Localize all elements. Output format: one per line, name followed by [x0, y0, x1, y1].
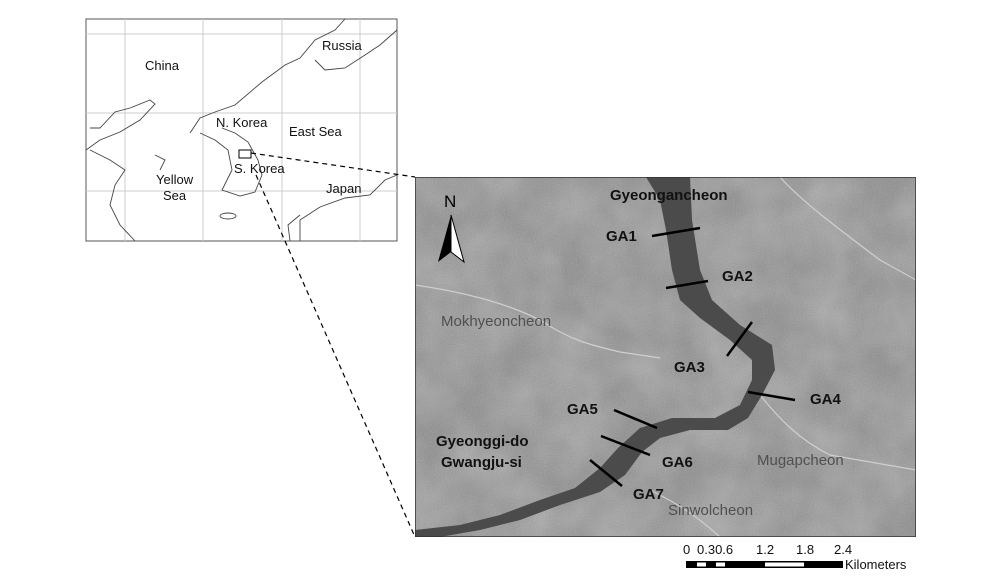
- inset-map: China Russia N. Korea East Sea Yellow Se…: [85, 18, 398, 242]
- connector-lines: [250, 152, 416, 538]
- river-gyeongancheon: [415, 177, 775, 537]
- label-yellow-sea-1: Yellow: [156, 172, 194, 187]
- label-gyeonggi-do: Gyeonggi-do: [436, 433, 529, 450]
- transect-ga4: [747, 390, 796, 402]
- scale-bar: 0 0.30.6 1.2 1.8 2.4 Kilometers: [683, 542, 907, 572]
- label-ga3: GA3: [674, 359, 705, 376]
- main-map: [415, 177, 916, 537]
- transect-ga3: [725, 321, 754, 357]
- graticule: [86, 19, 397, 241]
- transect-ga6: [600, 434, 651, 457]
- scale-tick-2.4: 2.4: [834, 542, 852, 557]
- label-ga4: GA4: [810, 391, 842, 408]
- north-arrow-icon: N: [438, 192, 465, 264]
- label-s-korea: S. Korea: [234, 161, 285, 176]
- coastlines: [85, 18, 398, 242]
- label-ga6: GA6: [662, 454, 693, 471]
- svg-text:N: N: [444, 192, 456, 211]
- scale-tick-0.3-0.6: 0.30.6: [697, 542, 733, 557]
- scale-tick-1.2: 1.2: [756, 542, 774, 557]
- label-gyeongancheon: Gyeongancheon: [610, 187, 728, 204]
- label-ga5: GA5: [567, 401, 598, 418]
- label-gwangju-si: Gwangju-si: [441, 454, 522, 471]
- scale-tick-1.8: 1.8: [796, 542, 814, 557]
- transects: [589, 226, 796, 487]
- label-east-sea: East Sea: [289, 124, 343, 139]
- label-ga1: GA1: [606, 228, 637, 245]
- label-china: China: [145, 58, 180, 73]
- label-russia: Russia: [322, 38, 363, 53]
- transect-ga2: [665, 279, 709, 290]
- tributaries: [415, 177, 916, 537]
- label-n-korea: N. Korea: [216, 115, 268, 130]
- scale-unit: Kilometers: [845, 557, 907, 572]
- transect-ga5: [613, 408, 658, 430]
- label-japan: Japan: [326, 181, 361, 196]
- transect-ga1: [651, 226, 701, 238]
- scale-tick-0: 0: [683, 542, 690, 557]
- label-ga2: GA2: [722, 268, 753, 285]
- study-area-box: [238, 149, 252, 159]
- label-ga7: GA7: [633, 486, 664, 503]
- label-sinwolcheon: Sinwolcheon: [668, 502, 753, 519]
- label-mokhyeoncheon: Mokhyeoncheon: [441, 313, 551, 330]
- label-mugapcheon: Mugapcheon: [757, 452, 844, 469]
- transect-ga7: [589, 459, 623, 487]
- label-yellow-sea-2: Sea: [163, 188, 187, 203]
